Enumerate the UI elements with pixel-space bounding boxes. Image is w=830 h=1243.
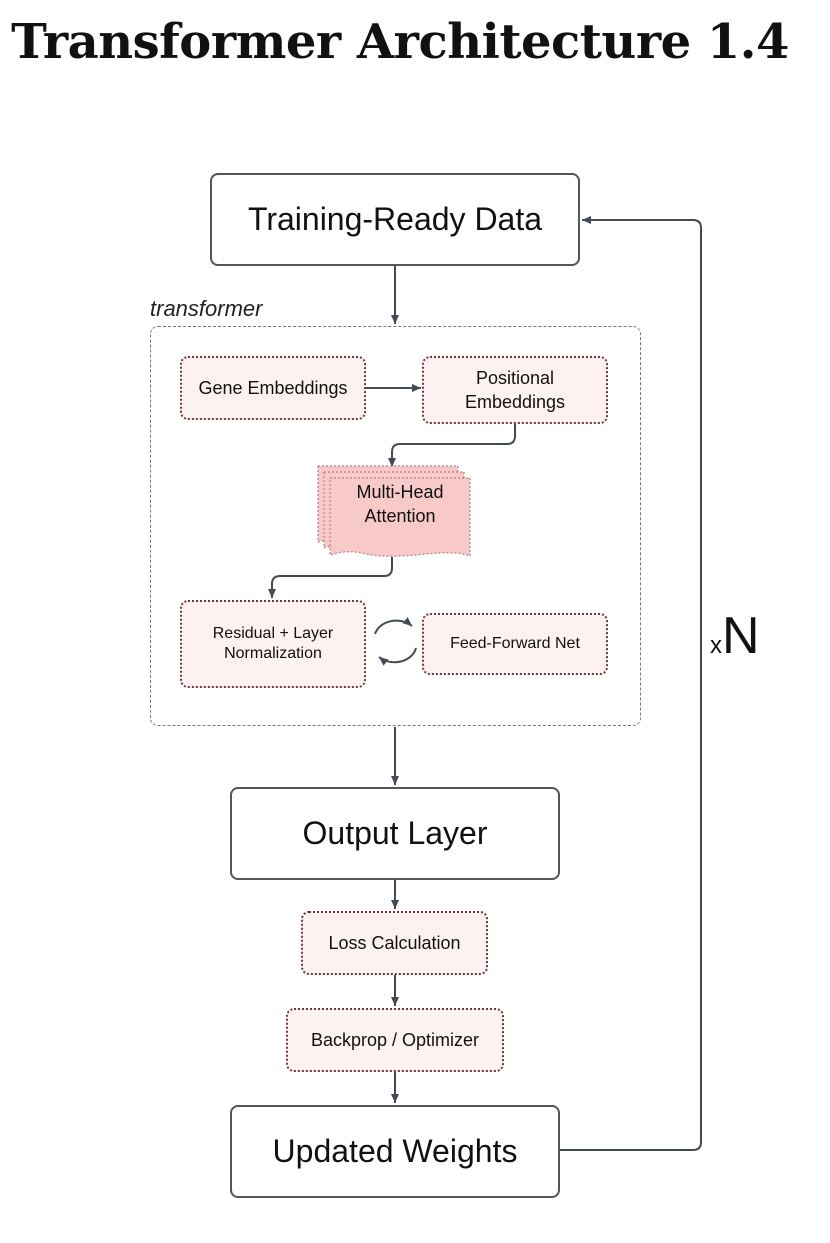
cycle-icon xyxy=(374,617,417,666)
gene-embeddings-box: Gene Embeddings xyxy=(180,356,366,420)
transformer-group xyxy=(150,326,641,726)
updated-weights-box: Updated Weights xyxy=(230,1105,560,1198)
multi-head-attention-label: Multi-Head Attention xyxy=(356,482,444,527)
arrow-positional-to-attention xyxy=(388,424,516,467)
feed-forward-box: Feed-Forward Net xyxy=(422,613,608,675)
page-title: Transformer Architecture 1.4 xyxy=(11,14,789,70)
backprop-optimizer-box: Backprop / Optimizer xyxy=(286,1008,504,1072)
repeat-indicator: xN xyxy=(710,606,760,666)
positional-embeddings-box: Positional Embeddings xyxy=(422,356,608,424)
residual-norm-box: Residual + Layer Normalization xyxy=(180,600,366,688)
repeat-symbol: N xyxy=(722,607,760,665)
training-data-box: Training-Ready Data xyxy=(210,173,580,266)
attention-stack xyxy=(317,465,471,557)
output-layer-box: Output Layer xyxy=(230,787,560,880)
arrow-attention-to-residual xyxy=(268,557,393,598)
arrow-feedback-loop xyxy=(560,216,702,1151)
repeat-prefix: x xyxy=(710,632,722,659)
loss-calculation-box: Loss Calculation xyxy=(301,911,488,975)
transformer-label: transformer xyxy=(150,296,263,321)
